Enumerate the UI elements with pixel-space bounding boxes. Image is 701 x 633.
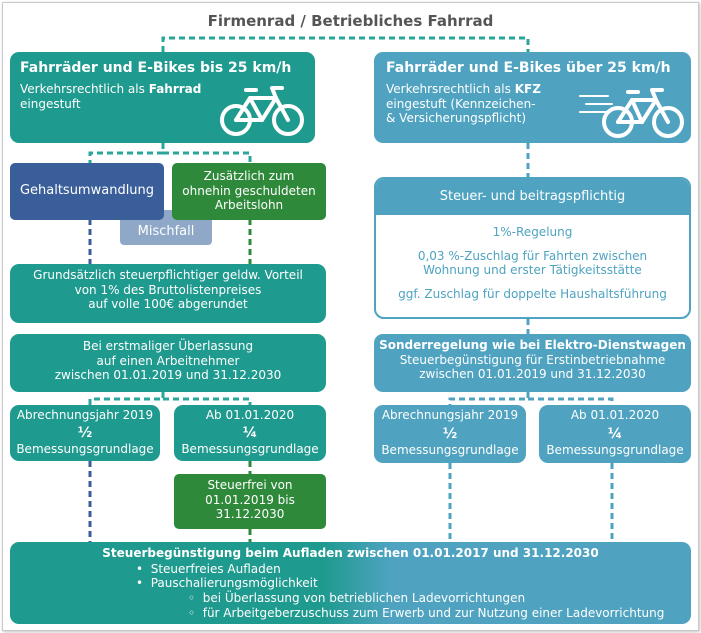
left-split-connector-2 bbox=[163, 151, 252, 165]
aufladen-sub-2: ◦ für Arbeitgeberzuschuss zum Erwerb und… bbox=[188, 605, 665, 620]
ueberlassung-line1: Bei erstmaliger Überlassung bbox=[82, 339, 254, 353]
steuerfrei-box: Steuerfrei von 01.01.2019 bis 31.12.2030 bbox=[174, 474, 326, 529]
right-ab2020-fraction: ¼ bbox=[607, 425, 623, 442]
zusaetzlich-line1: Zusätzlich zum bbox=[203, 169, 295, 183]
zusaetzlich-box: Zusätzlich zum ohnehin geschuldeten Arbe… bbox=[172, 163, 326, 220]
gehaltsumwandlung-box: Gehaltsumwandlung bbox=[10, 163, 164, 220]
left-year-split-2 bbox=[163, 397, 252, 405]
steuer-title: Steuer- und beitragspflichtig bbox=[439, 189, 626, 204]
sonder-line3: zwischen 01.01.2019 und 31.12.2030 bbox=[419, 367, 646, 382]
right-ab2020-box: Ab 01.01.2020 ¼ Bemessungsgrundlage bbox=[539, 405, 691, 463]
top-connector bbox=[161, 36, 530, 52]
right-jahr2019-line1: Abrechnungsjahr 2019 bbox=[381, 408, 519, 422]
regel-2a: 0,03 %-Zuschlag für Fahrten zwischen bbox=[417, 248, 648, 263]
left-jahr2019-line1: Abrechnungsjahr 2019 bbox=[16, 408, 154, 422]
right-ab2020-line1: Ab 01.01.2020 bbox=[570, 408, 660, 422]
speed-bicycle-icon bbox=[579, 88, 684, 138]
zusaetzlich-line2: ohnehin geschuldeten bbox=[182, 183, 316, 198]
left-ab2020-line3: Bemessungsgrundlage bbox=[181, 441, 319, 456]
right-ab2020-line3: Bemessungsgrundlage bbox=[546, 442, 684, 457]
right-year-split bbox=[448, 392, 530, 405]
right-jahr2019-box: Abrechnungsjahr 2019 ½ Bemessungsgrundla… bbox=[374, 405, 526, 463]
left-jahr2019-box: Abrechnungsjahr 2019 ½ Bemessungsgrundla… bbox=[10, 405, 160, 461]
left-split-connector bbox=[88, 143, 165, 172]
regel-2b: Wohnung und erster Tätigkeitsstätte bbox=[423, 263, 642, 278]
gehaltsumwandlung-label: Gehaltsumwandlung bbox=[19, 183, 155, 198]
aufladen-bullet-2: • Pauschalierungsmöglichkeit bbox=[136, 576, 318, 591]
regel-3: ggf. Zuschlag für doppelte Haushaltsführ… bbox=[398, 286, 667, 301]
aufladen-bullet-1: • Steuerfreies Aufladen bbox=[136, 561, 281, 576]
sonder-title: Sonderregelung wie bei Elektro-Dienstwag… bbox=[379, 338, 686, 352]
steuer-box: Steuer- und beitragspflichtig 1%-Regelun… bbox=[374, 177, 691, 319]
left-ab2020-box: Ab 01.01.2020 ¼ Bemessungsgrundlage bbox=[174, 405, 326, 461]
steuerfrei-line2: 01.01.2019 bis bbox=[205, 492, 295, 507]
aufladen-sub-1: ◦ bei Überlassung von betrieblichen Lade… bbox=[188, 590, 526, 605]
vorteil-line1: Grundsätzlich steuerpflichtiger geldw. V… bbox=[33, 268, 303, 282]
right-header-line3: & Versicherungspflicht) bbox=[386, 111, 527, 126]
right-header-line1: Verkehrsrechtlich als KFZ bbox=[386, 82, 541, 97]
left-ab2020-fraction: ¼ bbox=[242, 424, 258, 441]
vorteil-line3: auf volle 100€ abgerundet bbox=[88, 297, 248, 312]
page-title: Firmenrad / Betriebliches Fahrrad bbox=[207, 12, 494, 30]
aufladen-box: Steuerbegünstigung beim Aufladen zwische… bbox=[10, 542, 691, 624]
left-header-title: Fahrräder und E-Bikes bis 25 km/h bbox=[20, 60, 292, 76]
ueberlassung-line2: auf einen Arbeitnehmer bbox=[96, 353, 240, 368]
right-header-title: Fahrräder und E-Bikes über 25 km/h bbox=[386, 60, 671, 76]
bicycle-icon bbox=[220, 86, 304, 136]
left-header-line2: eingestuft bbox=[20, 96, 81, 111]
vorteil-box: Grundsätzlich steuerpflichtiger geldw. V… bbox=[10, 264, 326, 323]
left-jahr2019-line3: Bemessungsgrundlage bbox=[16, 441, 154, 456]
left-header-line1: Verkehrsrechtlich als Fahrrad bbox=[20, 82, 202, 97]
ueberlassung-line3: zwischen 01.01.2019 und 31.12.2030 bbox=[54, 368, 282, 383]
right-header-box: Fahrräder und E-Bikes über 25 km/h Verke… bbox=[374, 52, 691, 143]
mischfall-label: Mischfall bbox=[137, 224, 195, 239]
right-header-line2: eingestuft (Kennzeichen- bbox=[386, 96, 536, 111]
left-year-split bbox=[88, 392, 165, 405]
steuerfrei-line3: 31.12.2030 bbox=[215, 507, 285, 522]
sonder-line2: Steuerbegünstigung für Erstinbetriebnahm… bbox=[399, 352, 666, 367]
steuerfrei-line1: Steuerfrei von bbox=[207, 478, 293, 492]
right-jahr2019-line3: Bemessungsgrundlage bbox=[381, 442, 519, 457]
right-year-split-2 bbox=[528, 397, 614, 405]
aufladen-title: Steuerbegünstigung beim Aufladen zwische… bbox=[102, 546, 599, 560]
zusaetzlich-line3: Arbeitslohn bbox=[214, 198, 284, 213]
right-jahr2019-fraction: ½ bbox=[442, 425, 458, 442]
steuer-title-bar: Steuer- und beitragspflichtig bbox=[376, 179, 689, 215]
ueberlassung-box: Bei erstmaliger Überlassung auf einen Ar… bbox=[10, 334, 326, 392]
left-ab2020-line1: Ab 01.01.2020 bbox=[205, 408, 295, 422]
left-jahr2019-fraction: ½ bbox=[77, 424, 93, 441]
sonder-box: Sonderregelung wie bei Elektro-Dienstwag… bbox=[374, 334, 691, 392]
vorteil-line2: von 1% des Bruttolistenpreises bbox=[74, 282, 262, 297]
regel-1: 1%-Regelung bbox=[492, 225, 573, 239]
